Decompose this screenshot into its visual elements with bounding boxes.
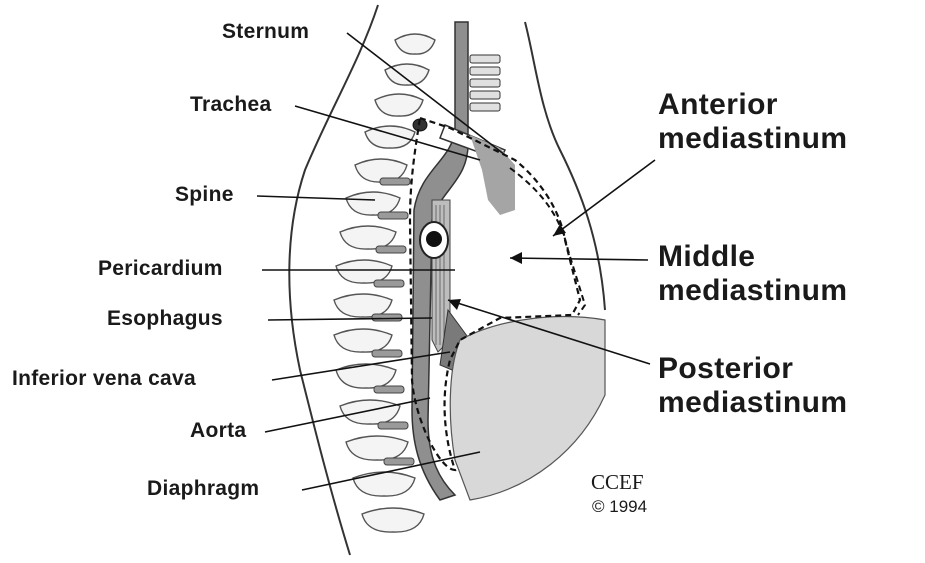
anterior-dashed xyxy=(510,168,585,315)
label-spine: Spine xyxy=(175,183,234,207)
label-diaphragm: Diaphragm xyxy=(147,477,259,501)
label-middle-mediastinum: Middle mediastinum xyxy=(658,240,847,308)
label-esophagus: Esophagus xyxy=(107,307,223,331)
upper-grey-region xyxy=(470,135,515,215)
posterior-line-1: Posterior xyxy=(658,352,847,386)
label-trachea: Trachea xyxy=(190,93,272,117)
credit-year: © 1994 xyxy=(592,497,647,517)
label-posterior-mediastinum: Posterior mediastinum xyxy=(658,352,847,420)
anterior-leader xyxy=(553,160,655,236)
leader-arrowheads xyxy=(448,224,566,310)
credit-org: CCEF xyxy=(591,470,644,495)
label-aorta: Aorta xyxy=(190,419,246,443)
anterior-line-1: Anterior xyxy=(658,88,847,122)
diaphragm-region xyxy=(450,317,605,500)
trachea-rings xyxy=(470,55,500,111)
posterior-line-2: mediastinum xyxy=(658,386,847,420)
middle-line-2: mediastinum xyxy=(658,274,847,308)
chest-outline xyxy=(525,22,605,310)
anterior-line-2: mediastinum xyxy=(658,122,847,156)
middle-leader xyxy=(510,258,648,260)
label-inferior-vena-cava: Inferior vena cava xyxy=(12,367,196,391)
label-anterior-mediastinum: Anterior mediastinum xyxy=(658,88,847,156)
label-sternum: Sternum xyxy=(222,20,309,44)
middle-line-1: Middle xyxy=(658,240,847,274)
label-pericardium: Pericardium xyxy=(98,257,223,281)
